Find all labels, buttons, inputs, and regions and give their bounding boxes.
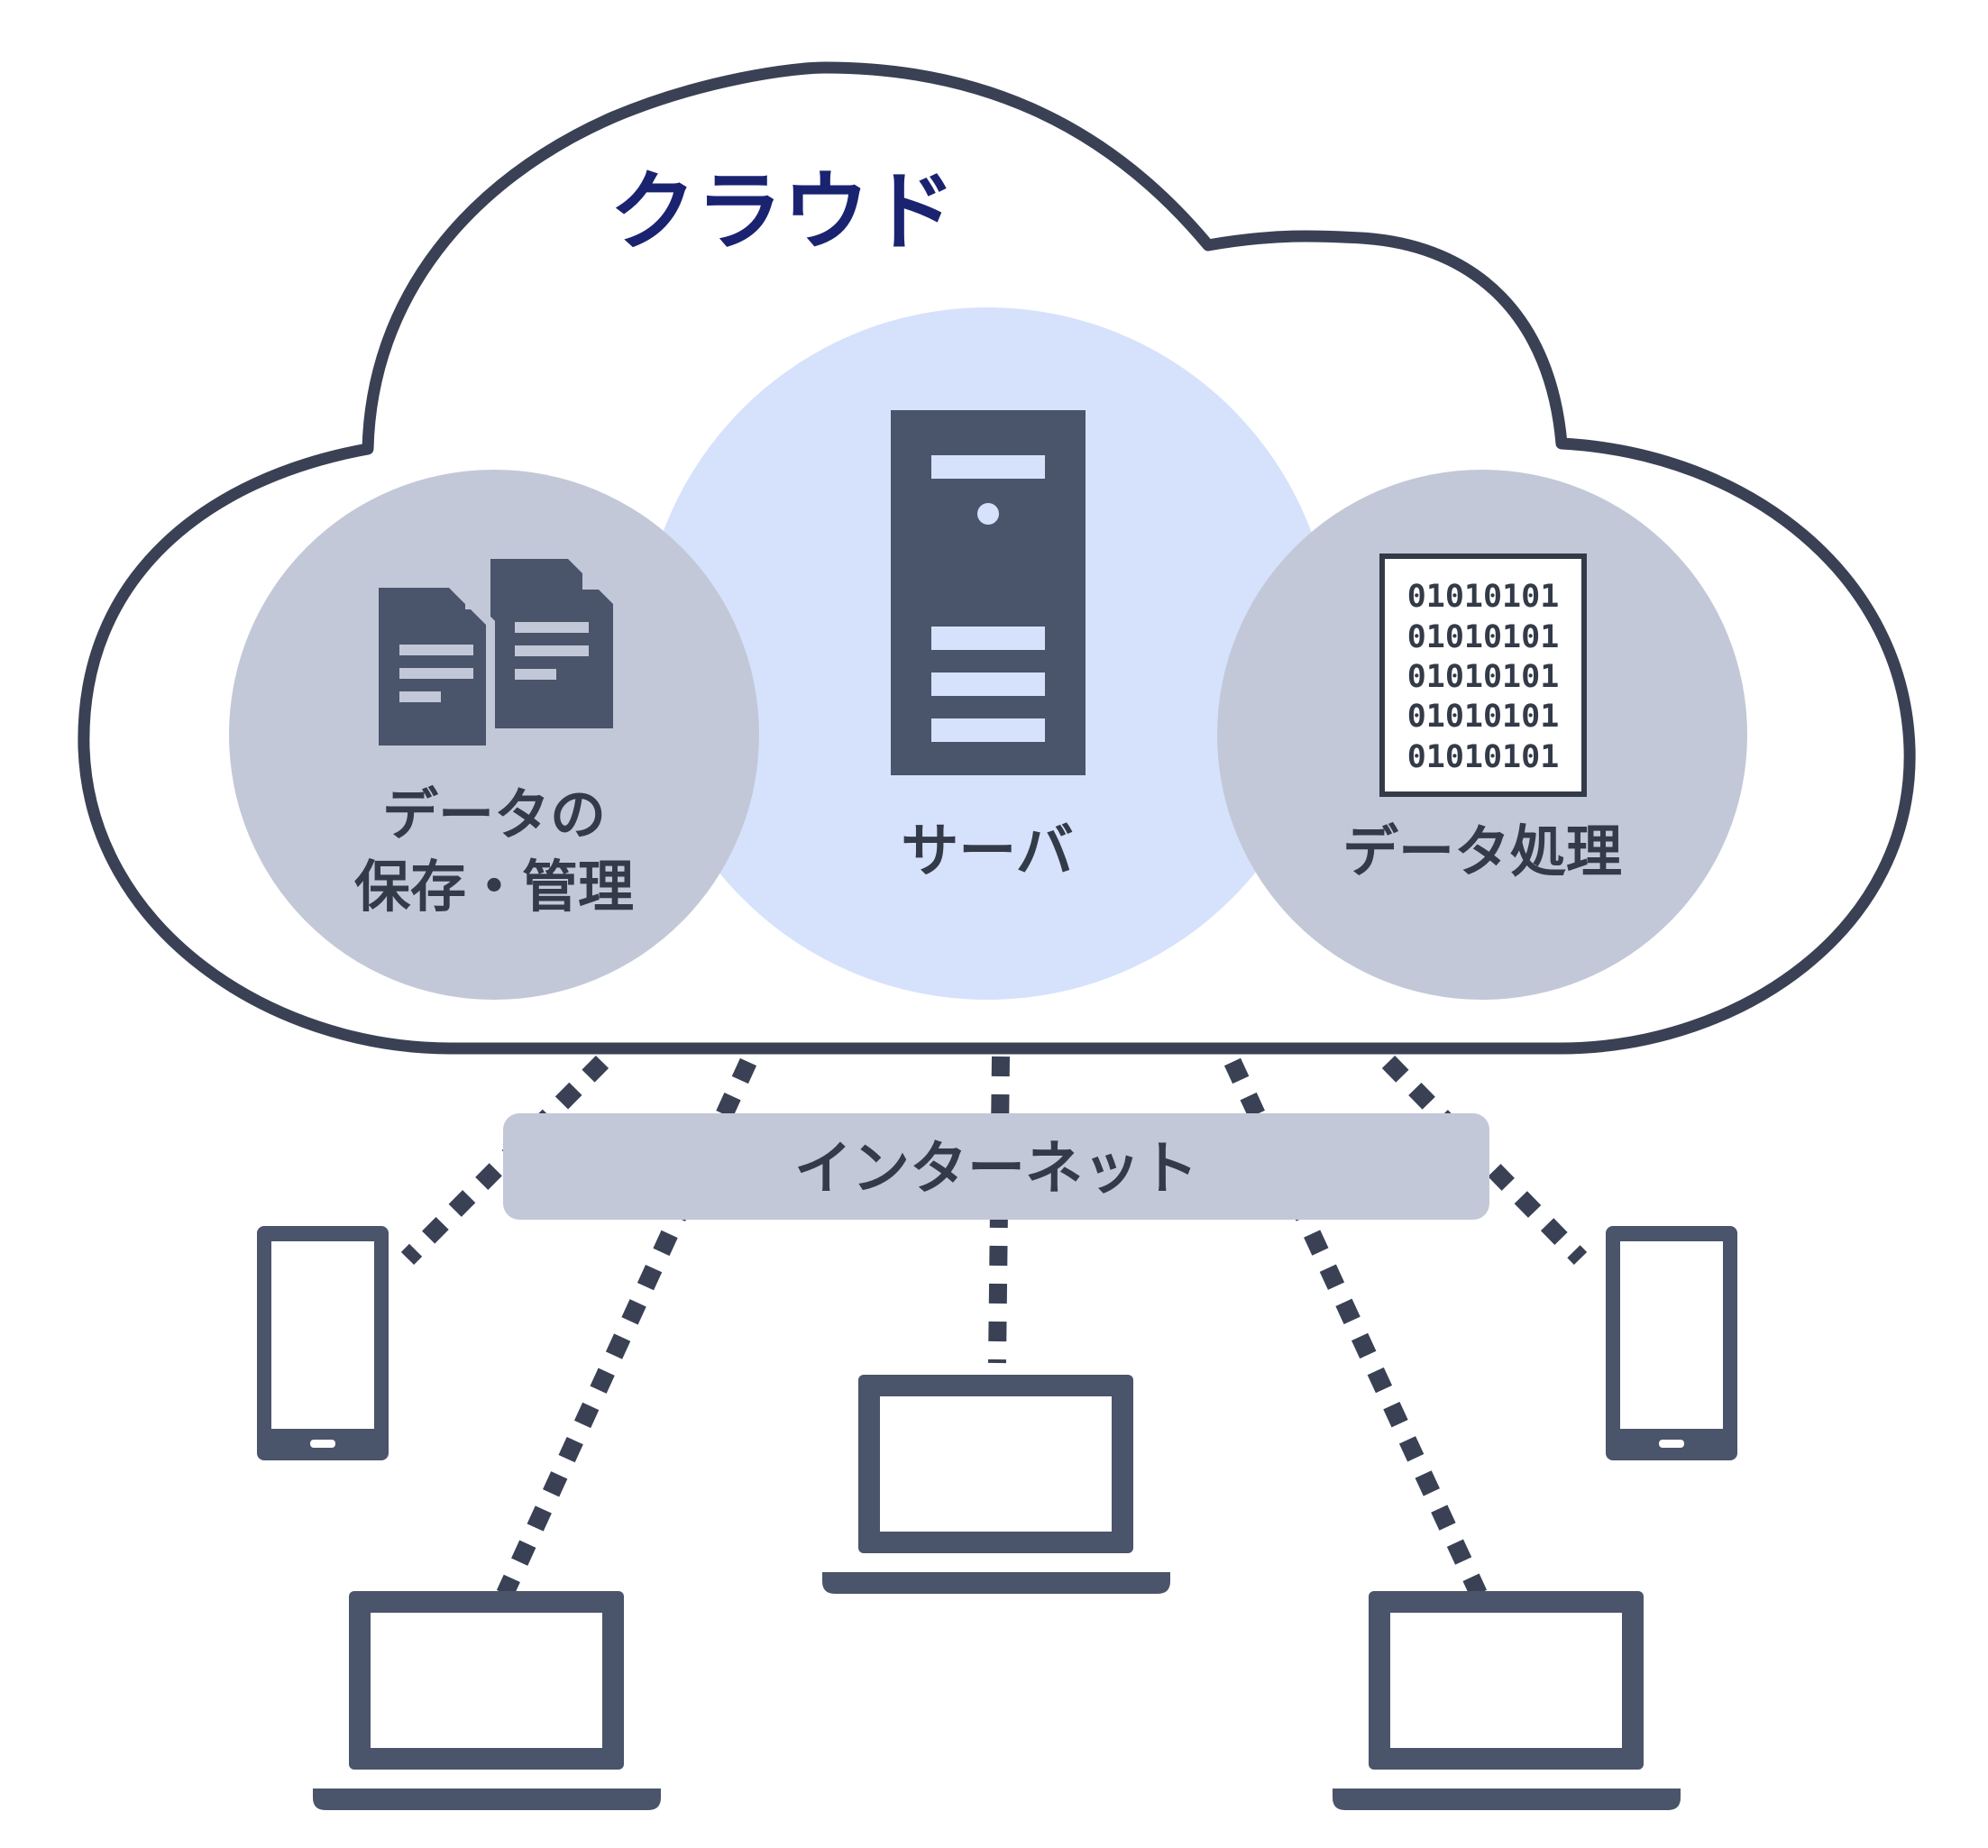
connection-line-left-phone bbox=[400, 1055, 609, 1266]
binary-line-3: 01010101 bbox=[1407, 659, 1560, 695]
server-label: サーバ bbox=[901, 819, 1073, 885]
binary-line-2: 01010101 bbox=[1407, 619, 1560, 655]
smartphone-right-icon bbox=[1606, 1226, 1737, 1460]
laptop-center-icon bbox=[822, 1375, 1170, 1594]
binary-document-icon bbox=[1379, 553, 1587, 797]
server-icon bbox=[891, 410, 1086, 775]
documents-icon bbox=[370, 559, 613, 755]
laptop-left-icon bbox=[313, 1591, 661, 1810]
storage-label-line1: データの bbox=[382, 782, 606, 847]
internet-bar bbox=[503, 1113, 1489, 1220]
processing-label: データ処理 bbox=[1342, 819, 1622, 884]
laptop-right-icon bbox=[1333, 1591, 1681, 1810]
binary-line-1: 01010101 bbox=[1407, 579, 1560, 615]
smartphone-left-icon bbox=[257, 1226, 389, 1460]
binary-line-4: 01010101 bbox=[1407, 699, 1560, 735]
connection-line-right-phone bbox=[1381, 1056, 1588, 1265]
storage-label-line2: 保存・管理 bbox=[354, 854, 634, 919]
binary-line-5: 01010101 bbox=[1407, 739, 1560, 775]
internet-label: インターネット bbox=[794, 1136, 1198, 1203]
cloud-title: クラウド bbox=[609, 161, 956, 262]
